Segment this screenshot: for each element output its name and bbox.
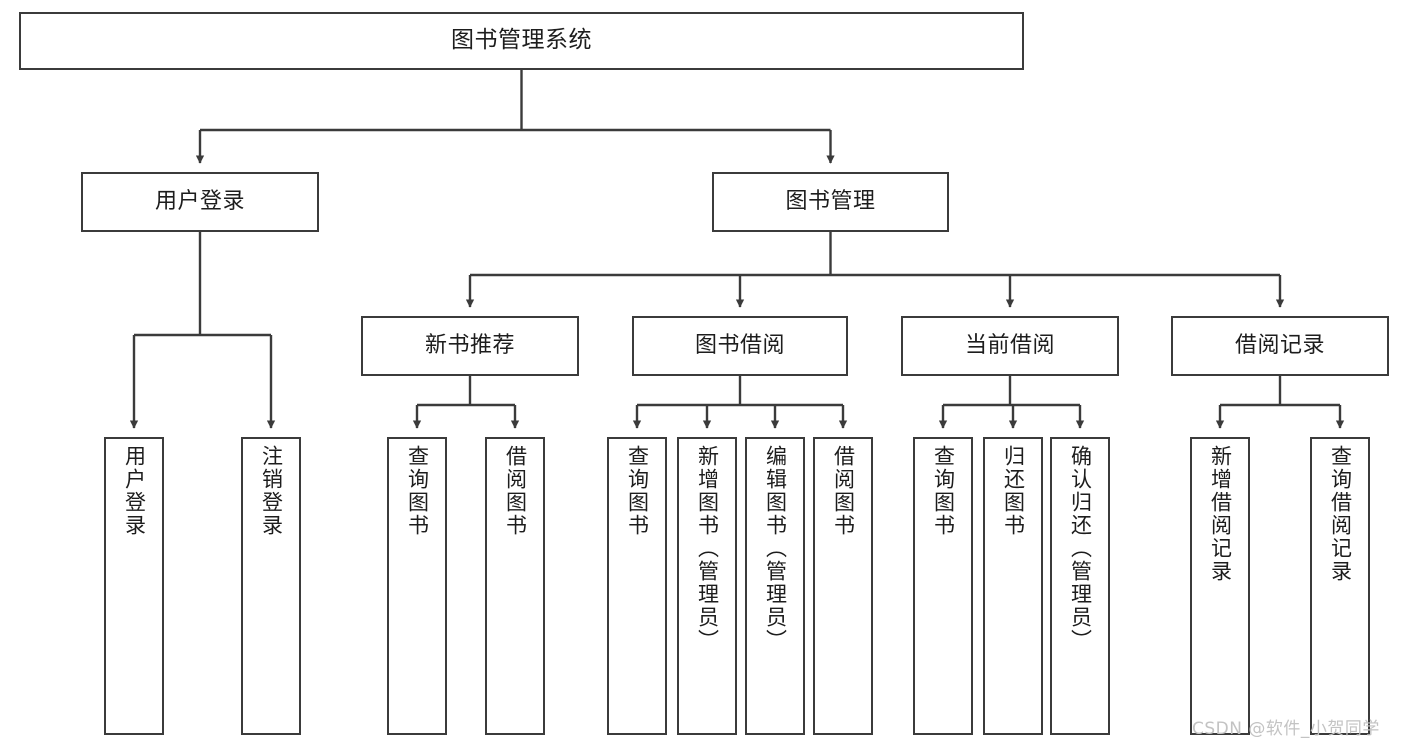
node-label: 图书管理系统	[451, 27, 592, 54]
node-label: 用户登录	[154, 189, 245, 215]
node-leaf-rc-query[interactable]: 查询借阅记录	[1310, 437, 1370, 735]
node-leaf-cu-query[interactable]: 查询图书	[913, 437, 973, 735]
node-label: 查询图书	[625, 445, 650, 537]
node-leaf-user-logout[interactable]: 注销登录	[241, 437, 301, 735]
node-label: 用户登录	[122, 445, 147, 537]
node-label: 借阅记录	[1234, 333, 1325, 359]
node-current[interactable]: 当前借阅	[901, 316, 1119, 376]
node-leaf-bw-add[interactable]: 新增图书（管理员）	[677, 437, 737, 735]
node-bookmgmt[interactable]: 图书管理	[712, 172, 949, 232]
node-label: 确认归还（管理员）	[1068, 445, 1093, 652]
node-label: 新书推荐	[424, 333, 515, 359]
node-leaf-user-login[interactable]: 用户登录	[104, 437, 164, 735]
node-leaf-nb-query[interactable]: 查询图书	[387, 437, 447, 735]
node-login[interactable]: 用户登录	[81, 172, 319, 232]
node-label: 借阅图书	[831, 445, 856, 537]
node-label: 当前借阅	[964, 333, 1055, 359]
node-label: 图书借阅	[694, 333, 785, 359]
node-label: 编辑图书（管理员）	[763, 445, 788, 652]
node-borrow[interactable]: 图书借阅	[632, 316, 848, 376]
node-label: 新增图书（管理员）	[695, 445, 720, 652]
node-label: 新增借阅记录	[1208, 445, 1233, 583]
node-label: 查询图书	[931, 445, 956, 537]
node-label: 查询借阅记录	[1328, 445, 1353, 583]
node-label: 借阅图书	[503, 445, 528, 537]
node-leaf-bw-borrow[interactable]: 借阅图书	[813, 437, 873, 735]
watermark-label: CSDN @软件_小贺同学	[1192, 719, 1380, 739]
node-label: 注销登录	[259, 445, 284, 537]
node-root[interactable]: 图书管理系统	[19, 12, 1024, 70]
node-label: 归还图书	[1001, 445, 1026, 537]
node-leaf-cu-return[interactable]: 归还图书	[983, 437, 1043, 735]
node-newbook[interactable]: 新书推荐	[361, 316, 579, 376]
node-leaf-bw-edit[interactable]: 编辑图书（管理员）	[745, 437, 805, 735]
node-label: 查询图书	[405, 445, 430, 537]
node-leaf-bw-query[interactable]: 查询图书	[607, 437, 667, 735]
node-leaf-nb-borrow[interactable]: 借阅图书	[485, 437, 545, 735]
node-label: 图书管理	[785, 189, 876, 215]
node-records[interactable]: 借阅记录	[1171, 316, 1389, 376]
node-leaf-cu-confirm[interactable]: 确认归还（管理员）	[1050, 437, 1110, 735]
node-leaf-rc-add[interactable]: 新增借阅记录	[1190, 437, 1250, 735]
